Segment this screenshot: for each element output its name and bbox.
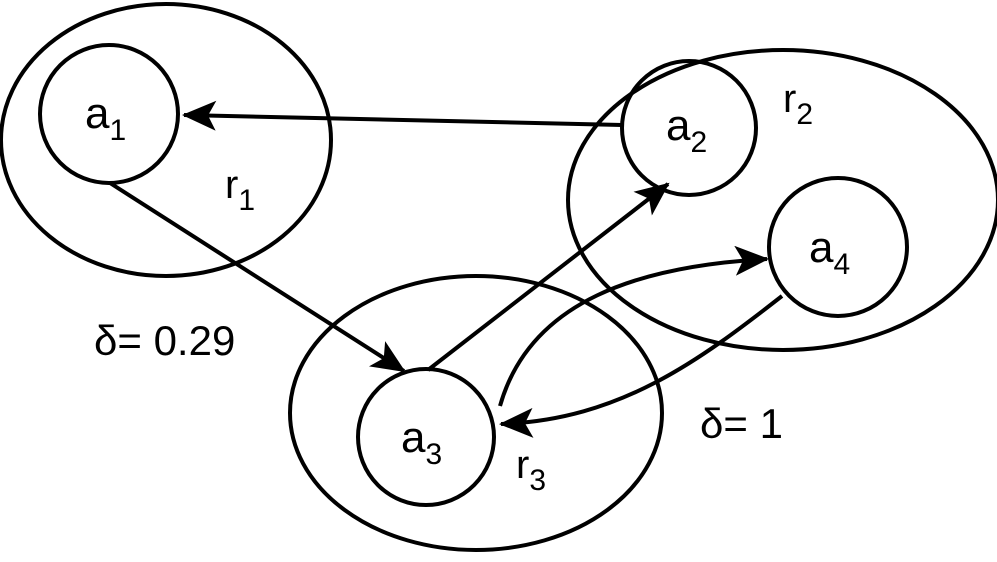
edge-a1-to-a3 (108, 181, 406, 373)
edge-a4-to-a3 (499, 294, 784, 438)
region-r3-label: r3 (516, 443, 546, 497)
delta-annotation-left: δ= 0.29 (94, 317, 235, 364)
edge-a3-to-a4 (498, 245, 769, 407)
delta-annotation-right: δ= 1 (700, 400, 783, 447)
agent-a2-label: a2 (666, 101, 707, 159)
region-r3 (288, 274, 664, 552)
agent-a3 (356, 367, 496, 507)
edge-a2-to-a1 (182, 100, 623, 131)
agent-a2 (620, 59, 758, 197)
region-r2 (566, 48, 997, 352)
region-r1-label: r1 (225, 163, 255, 217)
agent-a1 (38, 43, 180, 185)
agent-a4 (767, 176, 909, 318)
region-r1 (0, 2, 333, 278)
edge-a3-to-a2 (426, 182, 670, 372)
agent-a1-label: a1 (85, 89, 126, 147)
region-r2-label: r2 (783, 77, 813, 131)
agent-a4-label: a4 (809, 223, 850, 281)
agent-a3-label: a3 (401, 413, 442, 471)
